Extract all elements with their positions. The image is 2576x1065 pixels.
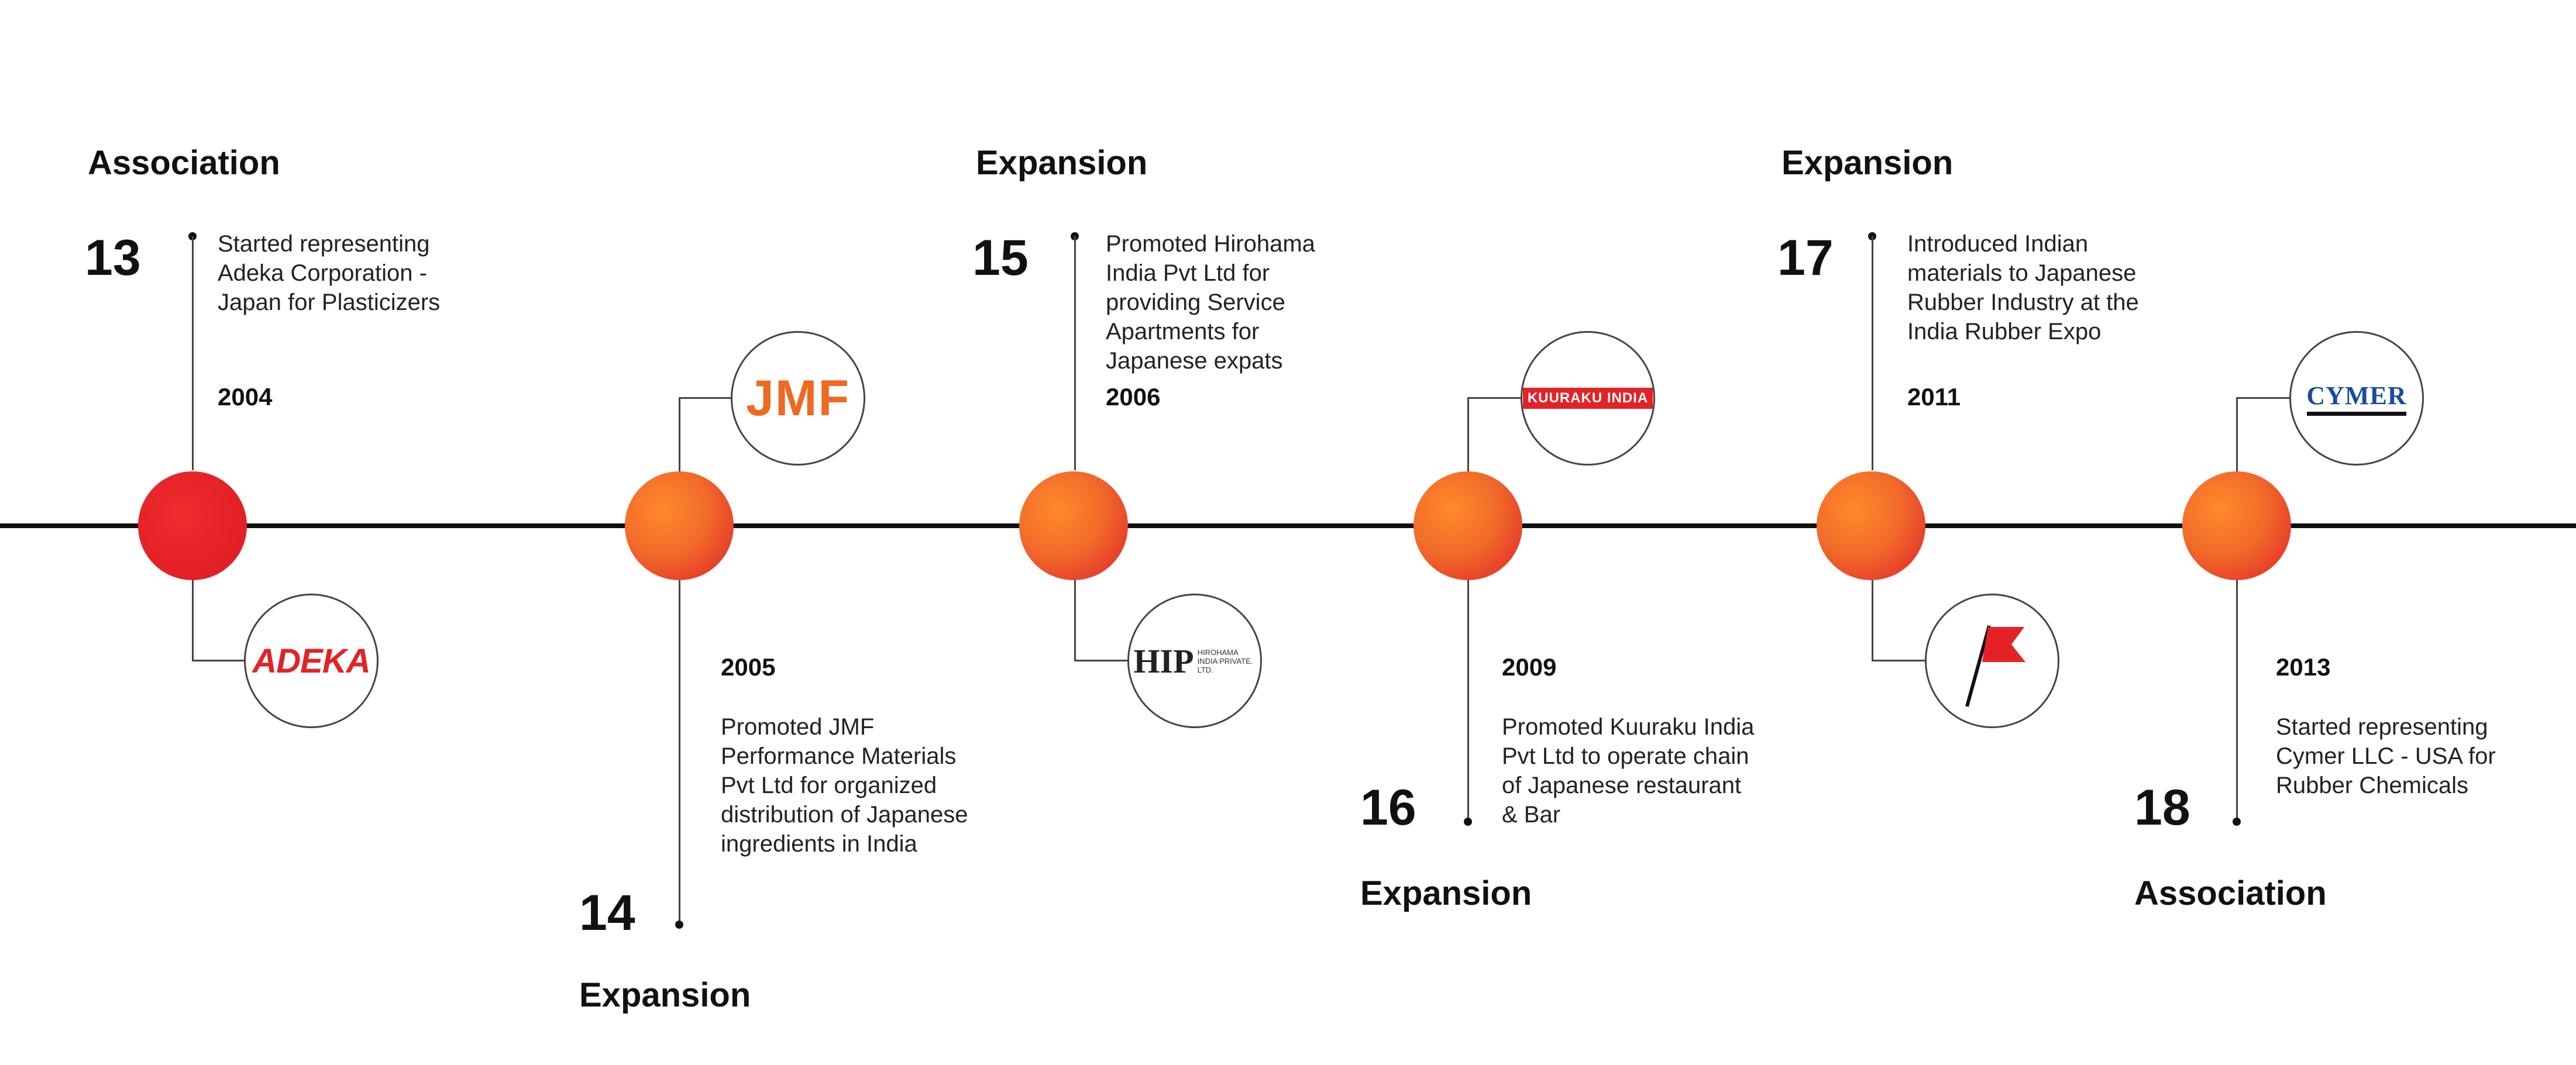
event-13-logo-connector-h	[192, 660, 245, 661]
event-14-logo-connector	[679, 397, 680, 473]
cymer-logo-mark: CYMER	[2306, 381, 2406, 416]
event-16-category: Expansion	[1360, 874, 1532, 912]
event-15-connector	[1074, 236, 1076, 470]
hirohama-logo-mark: HIP HIROHAMA INDIA PRIVATE. LTD.	[1133, 642, 1256, 681]
event-14-number: 14	[579, 885, 635, 941]
event-18-marker	[2182, 471, 2291, 580]
event-14-connector	[679, 580, 680, 923]
adeka-logo: ADEKA	[244, 594, 379, 728]
event-18-logo-connector-h	[2236, 397, 2290, 399]
hirohama-logo: HIP HIROHAMA INDIA PRIVATE. LTD.	[1127, 594, 1262, 728]
kuuraku-logo-text: KUURAKU INDIA	[1522, 388, 1653, 409]
event-13-number: 13	[85, 230, 141, 286]
jmf-logo: JMF	[731, 331, 865, 466]
adeka-logo-text: ADEKA	[252, 642, 370, 680]
event-15-logo-connector	[1074, 580, 1076, 661]
event-16-logo-connector	[1467, 397, 1469, 473]
event-17-category: Expansion	[1781, 144, 1954, 182]
event-15-category: Expansion	[976, 144, 1148, 182]
event-16-marker	[1413, 471, 1522, 580]
event-16-description: Promoted Kuuraku India Pvt Ltd to operat…	[1502, 714, 1755, 828]
event-18-number: 18	[2134, 780, 2190, 836]
event-18-category: Association	[2134, 874, 2327, 912]
event-16-year: 2009	[1502, 653, 1557, 681]
event-14-dot	[675, 921, 683, 929]
event-17-number: 17	[1777, 230, 1834, 286]
event-16-logo-connector-h	[1467, 397, 1521, 399]
event-15-marker	[1019, 471, 1128, 580]
flag-icon	[1965, 625, 2025, 707]
event-16-connector	[1467, 580, 1469, 820]
red-flag-logo	[1925, 594, 2059, 728]
event-17-logo-connector-h	[1872, 660, 1925, 661]
event-18-connector	[2236, 580, 2238, 820]
hirohama-logo-subtext: HIROHAMA INDIA PRIVATE. LTD.	[1197, 647, 1253, 674]
event-14-category: Expansion	[579, 976, 751, 1014]
jmf-logo-text: JMF	[746, 370, 850, 426]
event-15-year: 2006	[1106, 383, 1161, 411]
event-13-category: Association	[88, 144, 280, 182]
cymer-logo: CYMER	[2289, 331, 2424, 466]
event-17-connector	[1872, 236, 1873, 470]
event-13-year: 2004	[218, 383, 273, 411]
event-13-connector	[192, 236, 194, 470]
event-18-logo-connector	[2236, 397, 2238, 473]
event-18-dot	[2233, 818, 2241, 826]
hirohama-logo-text: HIP	[1133, 642, 1194, 680]
kuuraku-logo: KUURAKU INDIA	[1521, 331, 1655, 466]
event-14-marker	[625, 471, 734, 580]
event-13-logo-connector	[192, 580, 194, 661]
cymer-logo-text: CYMER	[2306, 381, 2407, 410]
timeline-axis	[0, 523, 2576, 528]
event-15-logo-connector-h	[1074, 660, 1128, 661]
event-14-logo-connector-h	[679, 397, 731, 399]
event-18-description: Started representing Cymer LLC - USA for…	[2276, 714, 2496, 798]
cymer-logo-underline	[2306, 412, 2406, 416]
event-17-description: Introduced Indian materials to Japanese …	[1907, 231, 2139, 344]
event-13-description: Started representing Adeka Corporation -…	[218, 231, 441, 315]
event-14-description: Promoted JMF Performance Materials Pvt L…	[721, 714, 968, 857]
event-14-year: 2005	[721, 653, 776, 681]
event-17-year: 2011	[1907, 383, 1961, 411]
event-15-number: 15	[972, 230, 1029, 286]
event-17-logo-connector	[1872, 580, 1873, 661]
event-16-number: 16	[1360, 780, 1416, 836]
event-17-marker	[1817, 471, 1925, 580]
event-18-year: 2013	[2276, 653, 2331, 681]
event-16-dot	[1464, 818, 1472, 826]
event-13-marker	[138, 471, 247, 580]
event-15-description: Promoted Hirohama India Pvt Ltd for prov…	[1106, 231, 1315, 374]
